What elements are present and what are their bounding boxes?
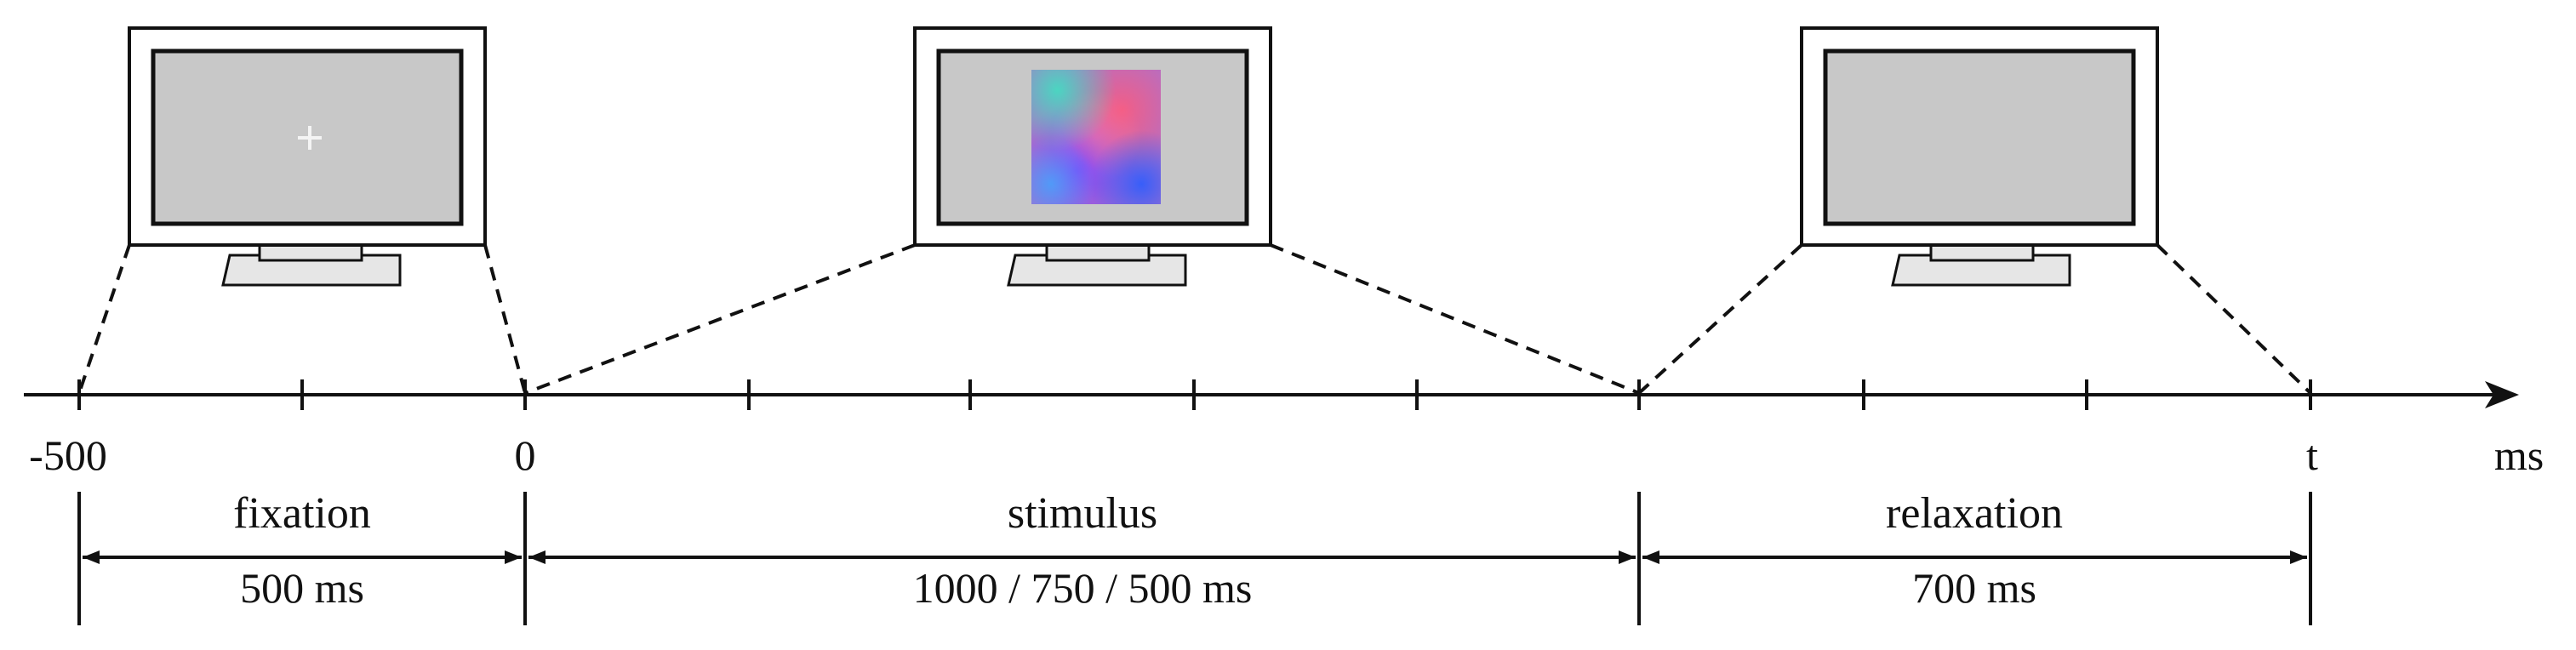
projection-line [1637,243,1803,395]
monitor-relaxation [1800,26,2159,287]
time-axis [24,379,2519,410]
monitor-stimulus [913,26,1272,287]
axis-arrowhead-icon [2485,381,2519,408]
axis-label-end: t [2306,431,2318,479]
projection-line [77,244,131,394]
phase-boundaries [77,492,2312,625]
phase-label-relaxation: relaxation [1886,489,2063,538]
duration-label-relaxation: 700 ms [1912,564,2036,612]
projection-line [524,243,916,395]
monitor-screen [1823,48,2136,226]
monitor-stand-neck [1929,243,2035,262]
axis-unit-label: ms [2494,431,2544,479]
noise-stimulus-image [1031,70,1161,204]
projection-line [1270,243,1640,395]
phase-label-stimulus: stimulus [1008,489,1157,538]
projection-lines [77,243,2312,395]
fixation-cross-icon [298,126,322,150]
axis-label-start: -500 [29,431,107,479]
axis-label-zero: 0 [515,431,536,479]
phase-label-fixation: fixation [233,489,371,538]
duration-label-stimulus: 1000 / 750 / 500 ms [913,564,1253,612]
projection-line [2156,243,2312,395]
monitor-stand-neck [258,243,363,262]
monitor-stand-neck [1045,243,1151,262]
projection-line [483,244,527,394]
monitor-fixation [128,26,487,287]
duration-label-fixation: 500 ms [240,564,364,612]
